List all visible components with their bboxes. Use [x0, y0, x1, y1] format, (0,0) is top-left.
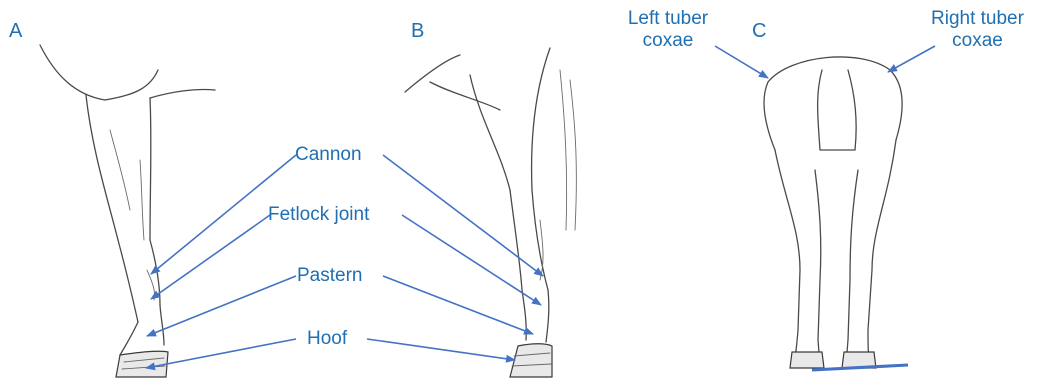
right-tuber-coxae-label: Right tuber coxae [915, 8, 1040, 52]
right-tuber-line2: coxae [915, 30, 1040, 52]
panel-b-leg-drawing [405, 48, 576, 377]
right-tuber-line1: Right tuber [915, 8, 1040, 30]
cannon-label: Cannon [295, 144, 362, 166]
pastern-label: Pastern [297, 265, 362, 287]
left-tuber-line1: Left tuber [612, 8, 724, 30]
panel-a-letter: A [9, 20, 22, 42]
fetlock-arrows [151, 215, 541, 305]
panel-a-leg-drawing [40, 45, 215, 377]
left-tuber-coxae-label: Left tuber coxae [612, 8, 724, 52]
panel-c-rear-view-drawing [764, 57, 908, 370]
hoof-label: Hoof [307, 328, 347, 350]
panel-b-letter: B [411, 20, 424, 42]
panel-c-letter: C [752, 20, 766, 42]
left-tuber-line2: coxae [612, 30, 724, 52]
fetlock-joint-label: Fetlock joint [268, 204, 369, 226]
tuber-coxae-arrows [715, 46, 935, 78]
